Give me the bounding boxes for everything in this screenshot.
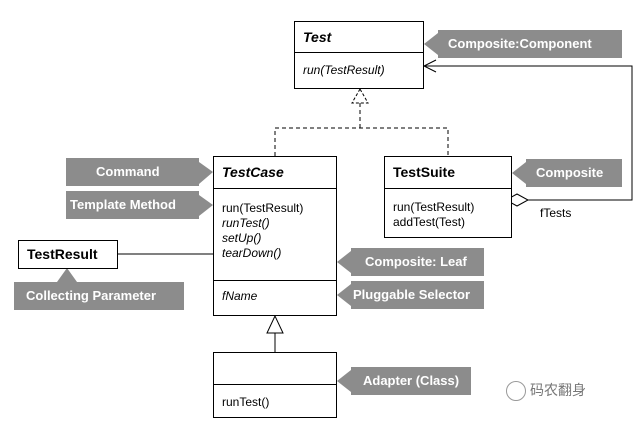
tag-command: Command xyxy=(66,158,199,186)
tag-pointer-composite xyxy=(512,162,526,184)
class-test-name-section: Test xyxy=(295,22,423,52)
association-label-ftests: fTests xyxy=(540,206,572,220)
class-adapter-ops-section: runTest() xyxy=(214,384,336,417)
tag-composite: Composite xyxy=(526,159,622,187)
class-testcase-name: TestCase xyxy=(222,164,284,180)
tag-pointer-template-method xyxy=(199,195,213,216)
class-testcase: TestCase run(TestResult) runTest() setUp… xyxy=(213,156,337,316)
realization-arrowhead xyxy=(351,87,369,104)
class-testsuite-op-addtest: addTest(Test) xyxy=(393,215,466,229)
tag-pointer-command xyxy=(199,162,213,184)
class-testsuite: TestSuite run(TestResult) addTest(Test) xyxy=(384,156,512,238)
class-testresult: TestResult xyxy=(18,240,118,269)
class-testsuite-name: TestSuite xyxy=(393,164,455,180)
class-test-op-run: run(TestResult) xyxy=(303,63,385,77)
tag-collecting-parameter: Collecting Parameter xyxy=(14,282,184,310)
class-testcase-op-run: run(TestResult) xyxy=(222,201,304,215)
tag-pointer-pluggable-selector xyxy=(337,284,351,306)
tag-pointer-adapter-class xyxy=(337,370,351,392)
tag-pointer-composite-component xyxy=(424,33,438,55)
tag-composite-component: Composite:Component xyxy=(438,30,622,58)
class-test: Test run(TestResult) xyxy=(294,21,424,89)
class-test-ops-section: run(TestResult) xyxy=(295,52,423,88)
watermark: 码农翻身 xyxy=(506,380,586,402)
class-testcase-field-fname: fName xyxy=(222,289,258,303)
tag-adapter-class: Adapter (Class) xyxy=(351,367,471,395)
class-testcase-name-section: TestCase xyxy=(214,157,336,188)
class-testsuite-name-section: TestSuite xyxy=(385,157,511,188)
tag-pointer-collecting-parameter xyxy=(57,268,77,282)
class-testcase-op-runtest: runTest() xyxy=(222,216,270,230)
aggregation-line xyxy=(424,65,633,201)
tag-pointer-composite-leaf xyxy=(337,251,351,273)
class-adapter-op-runtest: runTest() xyxy=(222,395,270,409)
class-testsuite-ops-section: run(TestResult) addTest(Test) xyxy=(385,188,511,237)
class-adapter-name-section xyxy=(214,353,336,384)
tag-template-method: Template Method xyxy=(66,191,199,219)
class-adapter: runTest() xyxy=(213,352,337,418)
aggregation-arrowhead xyxy=(422,59,437,73)
class-testsuite-op-run: run(TestResult) xyxy=(393,200,475,214)
class-test-name: Test xyxy=(303,29,332,45)
tag-pluggable-selector: Pluggable Selector xyxy=(351,281,484,309)
class-testresult-name: TestResult xyxy=(27,246,98,262)
tag-composite-leaf: Composite: Leaf xyxy=(351,248,484,276)
inheritance-arrowhead xyxy=(266,314,284,334)
class-testcase-fields-section: fName xyxy=(214,280,336,315)
class-testcase-ops-section: run(TestResult) runTest() setUp() tearDo… xyxy=(214,188,336,280)
class-testcase-op-teardown: tearDown() xyxy=(222,246,282,260)
class-testcase-op-setup: setUp() xyxy=(222,231,262,245)
watermark-logo-icon xyxy=(506,381,526,402)
watermark-text: 码农翻身 xyxy=(530,382,586,398)
realization-branch-line xyxy=(274,127,449,156)
